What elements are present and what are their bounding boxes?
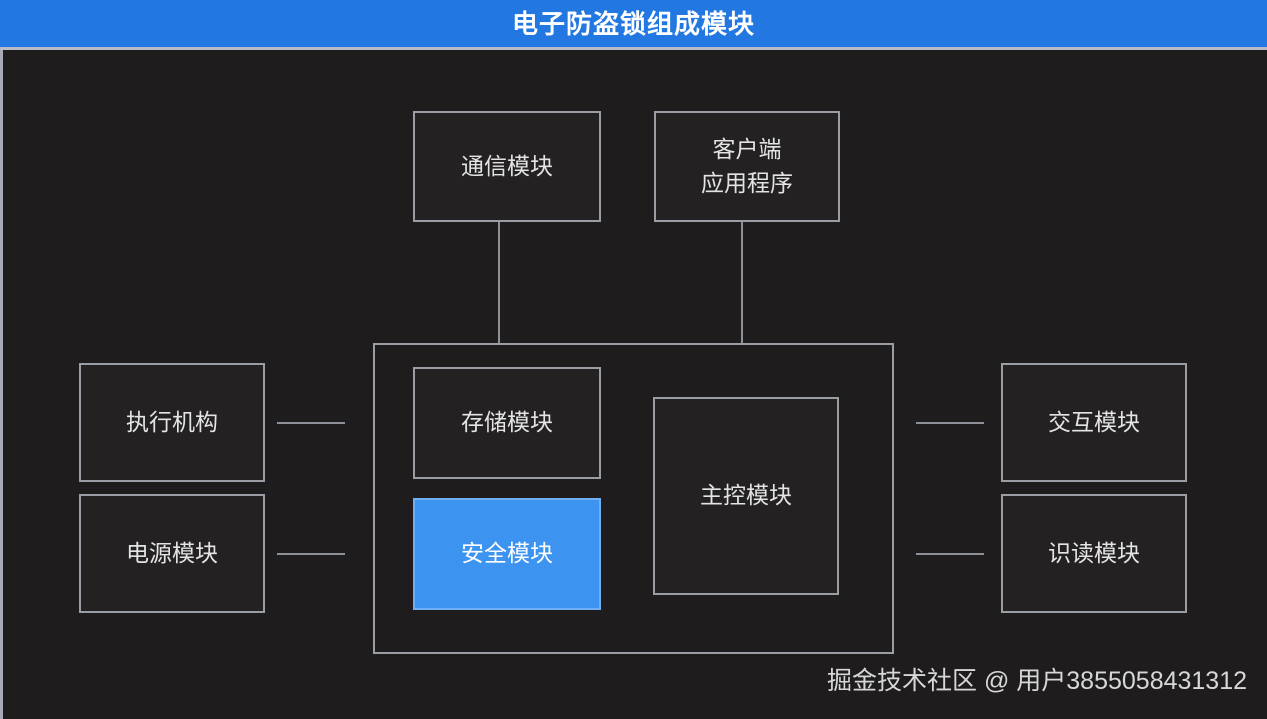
header-divider: [0, 47, 1267, 50]
node-communication-module[interactable]: 通信模块: [413, 111, 601, 222]
connector-client-to-core: [741, 222, 743, 343]
node-storage-module[interactable]: 存储模块: [413, 367, 601, 479]
node-security-module[interactable]: 安全模块: [413, 498, 601, 610]
node-actuator[interactable]: 执行机构: [79, 363, 265, 482]
node-power-module[interactable]: 电源模块: [79, 494, 265, 613]
connector-core-to-interaction: [916, 422, 984, 424]
node-client-application[interactable]: 客户端 应用程序: [654, 111, 840, 222]
watermark-text: 掘金技术社区 @ 用户3855058431312: [827, 667, 1248, 695]
connector-core-to-reader: [916, 553, 984, 555]
connector-actuator-to-core: [277, 422, 345, 424]
connector-power-to-core: [277, 553, 345, 555]
node-reader-module[interactable]: 识读模块: [1001, 494, 1187, 613]
connector-communication-to-core: [498, 222, 500, 343]
diagram-canvas: 通信模块 客户端 应用程序 执行机构 电源模块 交互模块 识读模块 存储模块 安…: [0, 50, 1267, 719]
header-bar: 电子防盗锁组成模块: [0, 0, 1267, 47]
group-lock-core[interactable]: [373, 343, 894, 654]
node-interaction-module[interactable]: 交互模块: [1001, 363, 1187, 482]
page-title: 电子防盗锁组成模块: [511, 8, 755, 39]
node-main-control-module[interactable]: 主控模块: [653, 397, 839, 595]
